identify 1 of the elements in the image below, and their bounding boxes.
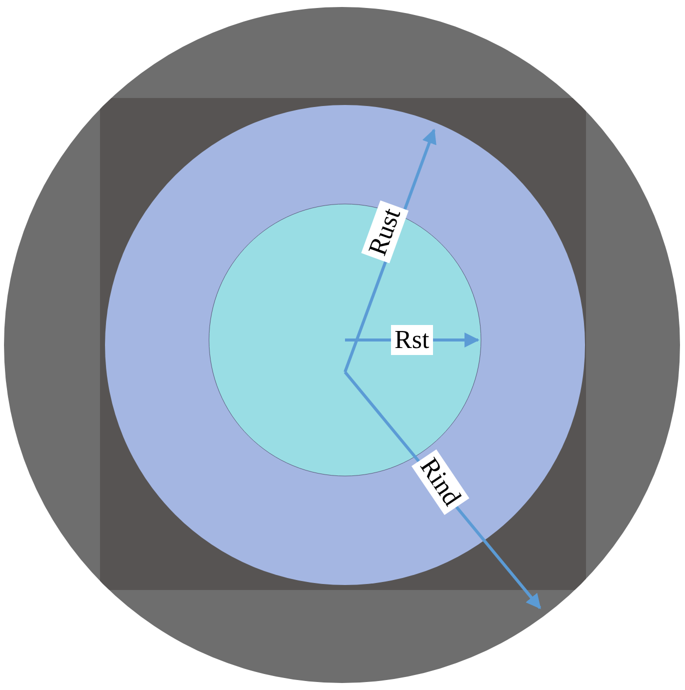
dimension-label: Rst <box>390 325 434 355</box>
